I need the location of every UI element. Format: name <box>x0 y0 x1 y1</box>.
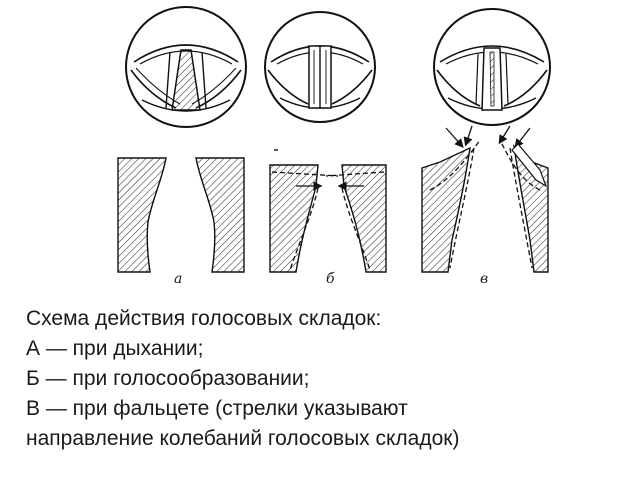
figure-caption: Схема действия голосовых складок: А — пр… <box>26 304 626 454</box>
panel-letter-c: в <box>480 271 489 287</box>
coronal-section-b <box>269 149 387 273</box>
vocal-folds-diagram <box>117 6 551 273</box>
caption-line-c-continued: направление колебаний голосовых складок) <box>26 427 460 450</box>
caption-title: Схема действия голосовых складок: <box>26 307 382 330</box>
caption-line-b: Б — при голосообразовании; <box>26 367 310 390</box>
caption-line-c: В — при фальцете (стрелки указывают <box>26 397 408 420</box>
panel-letter-a: а <box>174 271 183 287</box>
fold-left-a <box>117 157 167 273</box>
caption-line-a: А — при дыхании; <box>26 337 204 360</box>
glottis-open <box>171 49 201 111</box>
coronal-section-c <box>421 125 549 273</box>
panel-letter-b: б <box>326 271 335 287</box>
fold-left-b <box>269 164 319 273</box>
coronal-section-a <box>117 157 245 273</box>
larynx-top-view-a <box>125 6 247 128</box>
fold-right-a <box>195 157 245 273</box>
larynx-top-view-b <box>264 11 376 123</box>
larynx-top-view-c <box>433 8 551 126</box>
fold-left-c <box>421 146 471 273</box>
fold-right-b <box>341 164 387 273</box>
